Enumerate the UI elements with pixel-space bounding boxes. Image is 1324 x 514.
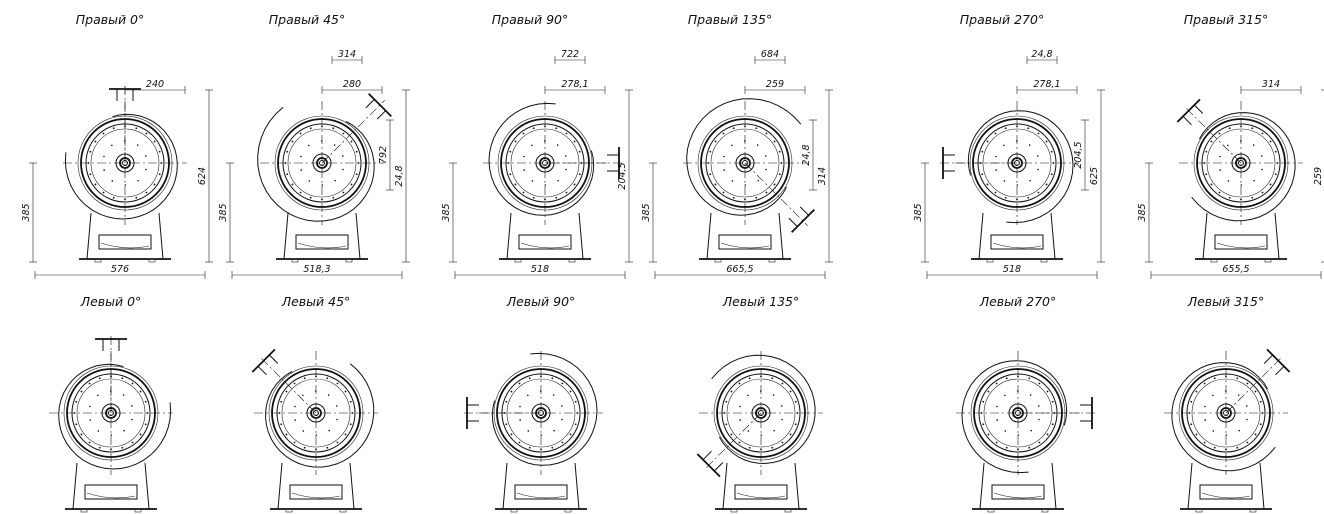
dimension-label: 625 [1089,167,1100,185]
dimension-label: 518,3 [303,264,330,275]
dimension-label: 259 [766,79,784,90]
dimension-label: 280 [343,79,361,90]
dimension-label: 792 [378,146,389,164]
dimension-label: 385 [913,203,924,221]
dimension-label: 314 [817,167,828,185]
dimension-label: 314 [338,49,356,60]
fan-variant-10: Левый 135° [696,294,823,513]
dimension-label: 24,8 [1031,49,1052,60]
fan-variant-2: Правый 45° 518,3 385 280 24,8 314 792 [218,12,410,279]
dimension-label: 655,5 [1222,264,1249,275]
dimension-label: 722 [561,49,579,60]
variant-title: Левый 0° [80,294,142,309]
variant-title: Левый 315° [1187,294,1265,309]
dimension-label: 385 [218,203,229,221]
fan-variant-5: Правый 270° 518 385 278,1 625 24,8 204,5 [913,12,1105,279]
dimension-label: 385 [21,203,32,221]
fan-variant-8: Левый 45° [251,294,378,513]
right-rotation-row: Правый 0° 576 385 240 624 Правый 45° 518,3 385 2… [21,12,1324,279]
variant-title: Правый 0° [76,12,145,27]
variant-title: Правый 270° [960,12,1044,27]
dimension-label: 314 [1262,79,1280,90]
dimension-label: 278,1 [1033,79,1060,90]
dimension-label: 624 [197,167,208,185]
dimension-label: 259 [1313,167,1324,185]
fan-variant-1: Правый 0° 576 385 240 624 [21,12,213,279]
fan-variant-7: Левый 0° [49,294,173,513]
dimension-label: 518 [1003,264,1021,275]
dimension-label: 665,5 [726,264,753,275]
variant-title: Правый 315° [1184,12,1268,27]
dimension-label: 204,5 [1073,141,1084,168]
dimension-label: 385 [441,203,452,221]
dimension-label: 278,1 [561,79,588,90]
dimension-label: 240 [146,79,164,90]
variant-title: Левый 45° [281,294,351,309]
variant-title: Правый 135° [688,12,772,27]
fan-variant-3: Правый 90° 518 385 278,1 204,5 722 [441,12,633,279]
dimension-label: 684 [761,49,779,60]
fan-variant-9: Левый 90° [461,294,603,513]
fan-variant-11: Левый 270° [956,294,1098,513]
variant-title: Левый 135° [722,294,800,309]
dimension-label: 24,8 [394,165,405,186]
fan-variant-12: Левый 315° [1164,294,1291,513]
variant-title: Правый 90° [492,12,568,27]
dimension-label: 576 [111,264,129,275]
variant-title: Правый 45° [269,12,345,27]
variant-title: Левый 270° [979,294,1057,309]
fan-variant-4: Правый 135° 665,5 385 259 314 684 24,8 [641,12,833,279]
variant-title: Левый 90° [506,294,576,309]
fan-variant-6: Правый 315° 655,5 385 314 259 [1137,12,1324,279]
dimension-label: 24,8 [801,144,812,165]
dimension-label: 385 [641,203,652,221]
dimension-label: 385 [1137,203,1148,221]
dimension-label: 518 [531,264,549,275]
dimension-label: 204,5 [617,162,628,189]
left-rotation-row: Левый 0° Левый 45° Левый 90° Левый 135° Левы… [49,294,1291,513]
